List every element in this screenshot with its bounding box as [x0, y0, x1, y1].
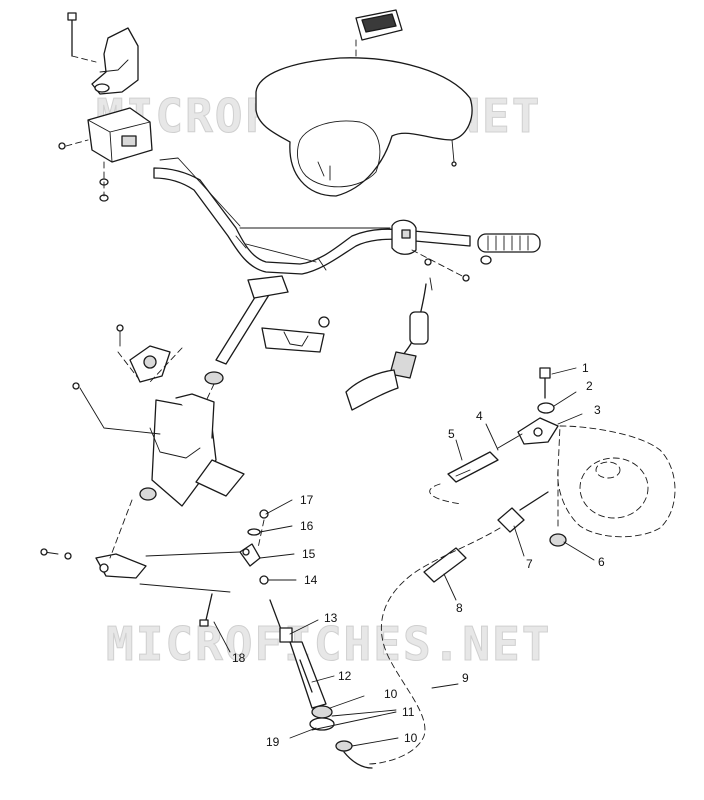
right-grip: [477, 233, 541, 265]
steering-post: [199, 275, 289, 415]
top-indicator: [355, 9, 403, 61]
bolt-18: [199, 593, 213, 627]
callout-17: 17: [300, 493, 314, 507]
headlight-pod: [255, 57, 473, 197]
callout-9: 9: [462, 671, 469, 685]
callout-6: 6: [598, 555, 605, 569]
callout-18: 18: [232, 651, 246, 665]
callout-16: 16: [300, 519, 314, 533]
callout-10-upper: 10: [384, 687, 398, 701]
callout-14: 14: [304, 573, 318, 587]
callout-3: 3: [594, 403, 601, 417]
throttle-housing: [58, 107, 153, 202]
callout-4: 4: [476, 409, 483, 423]
key-switch-wire: [345, 277, 433, 411]
callout-2: 2: [586, 379, 593, 393]
callout-labels: 1 2 3 4 5 6 7 8 9 10 10 11 12 13 14 15 1…: [232, 361, 605, 749]
callout-11: 11: [402, 705, 415, 719]
brake-cable: [367, 491, 549, 765]
callout-19: 19: [266, 735, 280, 749]
callout-7: 7: [526, 557, 533, 571]
callout-13: 13: [324, 611, 338, 625]
watermark-bottom: MICROFICHES.NET: [106, 617, 551, 671]
cable-linkage: [239, 509, 327, 709]
top-bracket: [71, 27, 139, 95]
center-bracket: [261, 316, 330, 353]
rear-fastener: [429, 367, 559, 505]
callout-8: 8: [456, 601, 463, 615]
callout-10-lower: 10: [404, 731, 418, 745]
leader-lines: [117, 351, 595, 747]
handlebar: [153, 157, 471, 275]
right-switch-housing: [391, 219, 470, 282]
callout-12: 12: [338, 669, 352, 683]
lower-lever: [40, 499, 241, 593]
brake-assembly: [72, 324, 245, 507]
long-bolt: [67, 12, 77, 57]
callout-15: 15: [302, 547, 316, 561]
callout-1: 1: [582, 361, 589, 375]
callout-5: 5: [448, 427, 455, 441]
brake-drum: [549, 425, 676, 547]
